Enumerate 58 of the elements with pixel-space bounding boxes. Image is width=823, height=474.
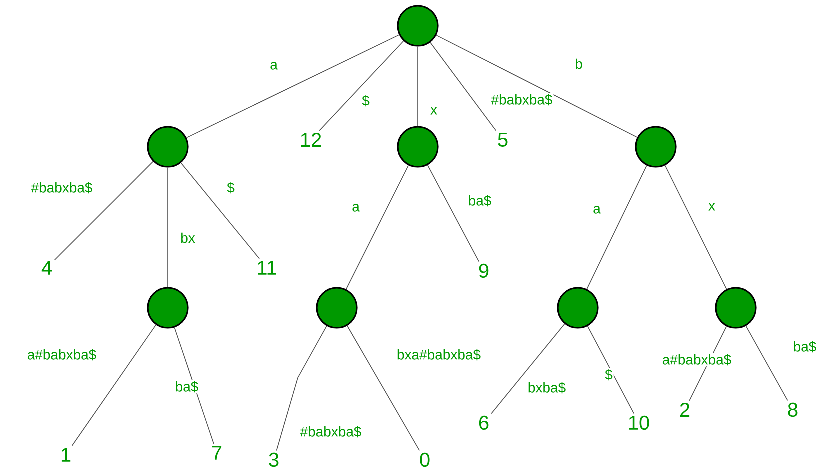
- leaf-label: 1: [62, 448, 71, 462]
- tree-edge: [427, 164, 480, 262]
- tree-edge: [746, 326, 788, 402]
- edge-label: ba$: [174, 380, 200, 394]
- leaf-label: 10: [629, 416, 650, 430]
- tree-node: [715, 287, 757, 329]
- leaf-label: 0: [420, 452, 430, 468]
- tree-edge: [319, 40, 404, 132]
- tree-node: [635, 126, 677, 168]
- leaf-label: 6: [479, 416, 489, 430]
- edge-label: a#babxba$: [661, 353, 733, 367]
- tree-edge: [587, 326, 634, 414]
- tree-edge: [430, 42, 497, 132]
- tree-edge: [346, 165, 410, 290]
- leaf-label: 11: [258, 261, 276, 275]
- leaf-label: 5: [498, 133, 508, 147]
- edge-label: a: [269, 61, 279, 71]
- tree-edge: [186, 34, 400, 138]
- edge-label: a#babxba$: [26, 348, 98, 362]
- tree-edge: [664, 165, 728, 290]
- tree-edge: [174, 327, 214, 444]
- edge-label: $: [604, 368, 614, 382]
- tree-edge: [347, 326, 420, 452]
- leaf-label: 4: [42, 261, 52, 275]
- edge-label: bx: [180, 232, 196, 244]
- leaf-label: 12: [301, 133, 322, 147]
- edge-label: $: [361, 94, 371, 108]
- edge-label: b: [574, 58, 584, 70]
- edge-label: x: [708, 202, 716, 212]
- edge-label: ba$: [467, 194, 493, 208]
- leaf-label: 3: [269, 452, 279, 468]
- tree-edge: [72, 324, 157, 446]
- tree-node: [316, 287, 358, 329]
- tree-edge: [491, 324, 566, 414]
- leaf-label: 9: [479, 264, 489, 278]
- tree-edge: [586, 165, 648, 290]
- edge-label: #babxba$: [299, 425, 363, 439]
- tree-edge: [276, 326, 328, 452]
- edge-label: a: [592, 205, 602, 215]
- tree-edge: [436, 35, 638, 138]
- edge-label: ba$: [792, 340, 818, 354]
- leaf-label: 7: [212, 446, 222, 460]
- leaf-label: 8: [788, 402, 798, 418]
- leaf-label: 2: [680, 403, 690, 417]
- tree-node: [397, 5, 439, 47]
- tree-edge: [180, 162, 260, 260]
- tree-node: [397, 126, 439, 168]
- tree-node: [147, 287, 189, 329]
- edge-label: bxa#babxba$: [396, 348, 482, 362]
- edge-label: bxba$: [526, 381, 568, 395]
- tree-edge: [54, 161, 154, 261]
- edge-label: $: [226, 181, 236, 195]
- edge-label: #babxba$: [30, 181, 94, 195]
- edge-label: x: [430, 106, 438, 116]
- tree-node: [557, 287, 599, 329]
- edge-label: a: [351, 203, 361, 213]
- tree-node: [147, 126, 189, 168]
- edge-label: #babxba$: [490, 93, 554, 107]
